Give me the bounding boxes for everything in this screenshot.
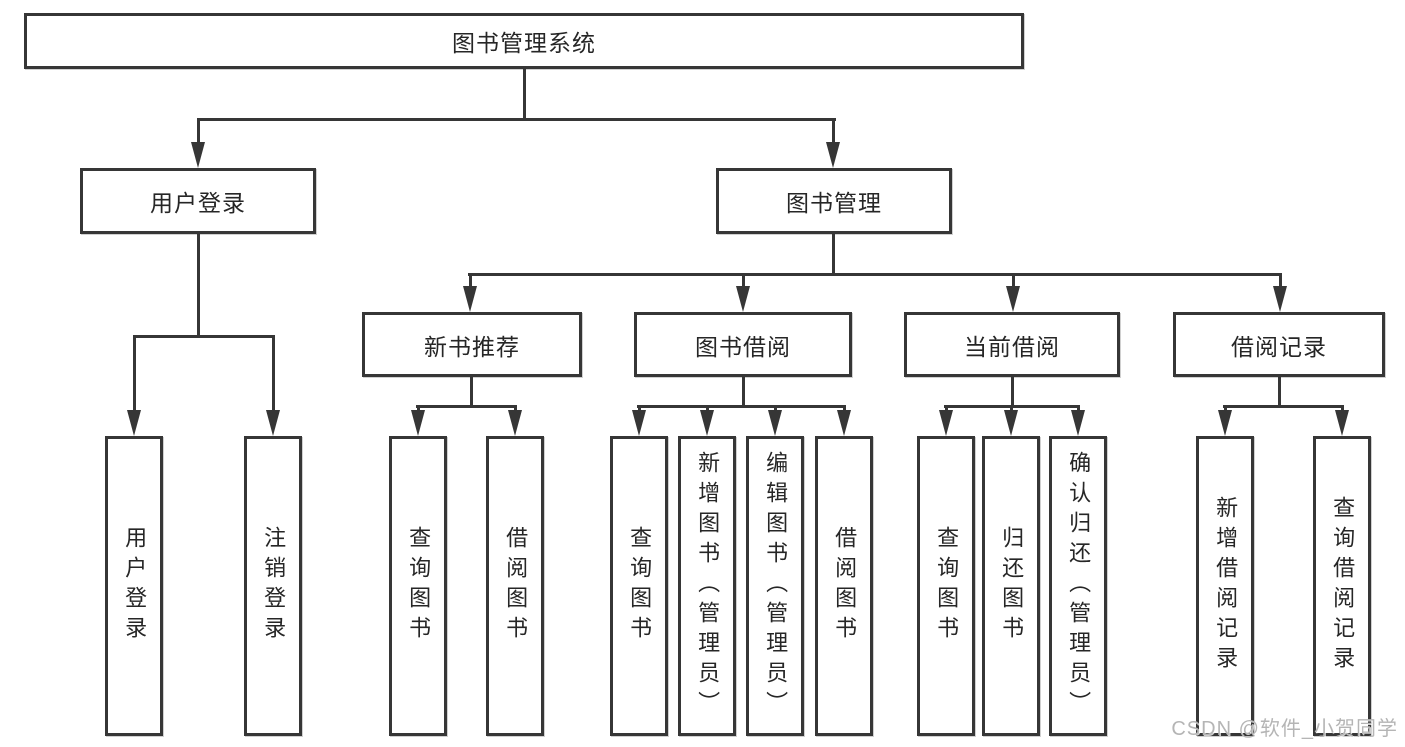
csdn-watermark: CSDN @软件_小贺同学 [1171, 718, 1398, 740]
arrow-down-icon [266, 410, 280, 436]
arrow-down-icon [1273, 286, 1287, 312]
arrow-down-icon [768, 410, 782, 436]
arrow-down-icon [1004, 410, 1018, 436]
arrow-down-icon [127, 410, 141, 436]
arrow-down-icon [826, 142, 840, 168]
leaf-rec-query-book: 查询图书 [389, 436, 447, 736]
connector-hline [133, 335, 275, 338]
node-label: 确认归还（管理员） [1066, 451, 1092, 721]
connector-vline [638, 405, 641, 413]
leaf-user-login: 用户登录 [105, 436, 163, 736]
leaf-cb-confirm-return-admin: 确认归还（管理员） [1049, 436, 1107, 736]
connector-vline [1341, 405, 1344, 413]
leaf-bb-edit-book-admin: 编辑图书（管理员） [746, 436, 804, 736]
node-new-book-recommend: 新书推荐 [362, 312, 582, 377]
node-label: 查询图书 [406, 526, 432, 646]
connector-vline [742, 377, 745, 407]
connector-vline [945, 405, 948, 413]
connector-vline [1077, 405, 1080, 413]
arrow-down-icon [463, 286, 477, 312]
arrow-down-icon [837, 410, 851, 436]
arrow-down-icon [939, 410, 953, 436]
leaf-bb-borrow-book: 借阅图书 [815, 436, 873, 736]
node-label: 编辑图书（管理员） [763, 451, 789, 721]
connector-vline [514, 405, 517, 413]
arrow-down-icon [632, 410, 646, 436]
connector-hline [637, 405, 846, 408]
connector-vline [1224, 405, 1227, 413]
leaf-cb-query-book: 查询图书 [917, 436, 975, 736]
node-label: 注销登录 [261, 526, 287, 646]
connector-vline [417, 405, 420, 413]
connector-vline [1010, 405, 1013, 413]
connector-vline [706, 405, 709, 413]
arrow-down-icon [508, 410, 522, 436]
connector-vline [1279, 273, 1282, 289]
arrow-down-icon [411, 410, 425, 436]
connector-hline [468, 273, 1282, 276]
node-label: 归还图书 [999, 526, 1025, 646]
node-label: 借阅图书 [832, 526, 858, 646]
arrow-down-icon [191, 142, 205, 168]
arrow-down-icon [1335, 410, 1349, 436]
node-label: 图书管理 [786, 190, 882, 216]
node-current-borrowing: 当前借阅 [904, 312, 1120, 377]
connector-hline [416, 405, 517, 408]
connector-vline [1012, 273, 1015, 289]
node-book-borrowing: 图书借阅 [634, 312, 852, 377]
arrow-down-icon [1218, 410, 1232, 436]
connector-vline [1011, 377, 1014, 407]
connector-vline [523, 69, 526, 120]
leaf-logout: 注销登录 [244, 436, 302, 736]
connector-vline [774, 405, 777, 413]
connector-vline [843, 405, 846, 413]
leaf-cb-return-book: 归还图书 [982, 436, 1040, 736]
node-user-login: 用户登录 [80, 168, 316, 234]
node-label: 当前借阅 [964, 333, 1060, 360]
connector-vline [832, 120, 835, 146]
node-label: 借阅图书 [503, 526, 529, 646]
node-label: 图书管理系统 [452, 30, 596, 56]
node-label: 用户登录 [150, 190, 246, 216]
node-label: 用户登录 [122, 526, 148, 646]
leaf-bb-add-book-admin: 新增图书（管理员） [678, 436, 736, 736]
connector-hline [197, 118, 836, 121]
node-borrowing-records: 借阅记录 [1173, 312, 1385, 377]
arrow-down-icon [736, 286, 750, 312]
node-label: 新增借阅记录 [1213, 496, 1239, 676]
connector-vline [197, 120, 200, 146]
node-root: 图书管理系统 [24, 13, 1024, 69]
arrow-down-icon [700, 410, 714, 436]
connector-vline [197, 234, 200, 337]
connector-hline [1223, 405, 1343, 408]
connector-vline [469, 273, 472, 289]
connector-vline [832, 234, 835, 275]
node-label: 借阅记录 [1231, 333, 1327, 360]
arrow-down-icon [1071, 410, 1085, 436]
connector-vline [470, 377, 473, 407]
leaf-br-query-record: 查询借阅记录 [1313, 436, 1371, 736]
leaf-bb-query-book: 查询图书 [610, 436, 668, 736]
connector-vline [133, 335, 136, 412]
leaf-br-add-record: 新增借阅记录 [1196, 436, 1254, 736]
node-book-management: 图书管理 [716, 168, 952, 234]
node-label: 查询图书 [934, 526, 960, 646]
node-label: 查询借阅记录 [1330, 496, 1356, 676]
connector-vline [742, 273, 745, 289]
node-label: 新增图书（管理员） [695, 451, 721, 721]
connector-vline [272, 335, 275, 412]
node-label: 图书借阅 [695, 333, 791, 360]
node-label: 查询图书 [627, 526, 653, 646]
arrow-down-icon [1006, 286, 1020, 312]
node-label: 新书推荐 [424, 333, 520, 360]
connector-vline [1278, 377, 1281, 407]
leaf-rec-borrow-book: 借阅图书 [486, 436, 544, 736]
